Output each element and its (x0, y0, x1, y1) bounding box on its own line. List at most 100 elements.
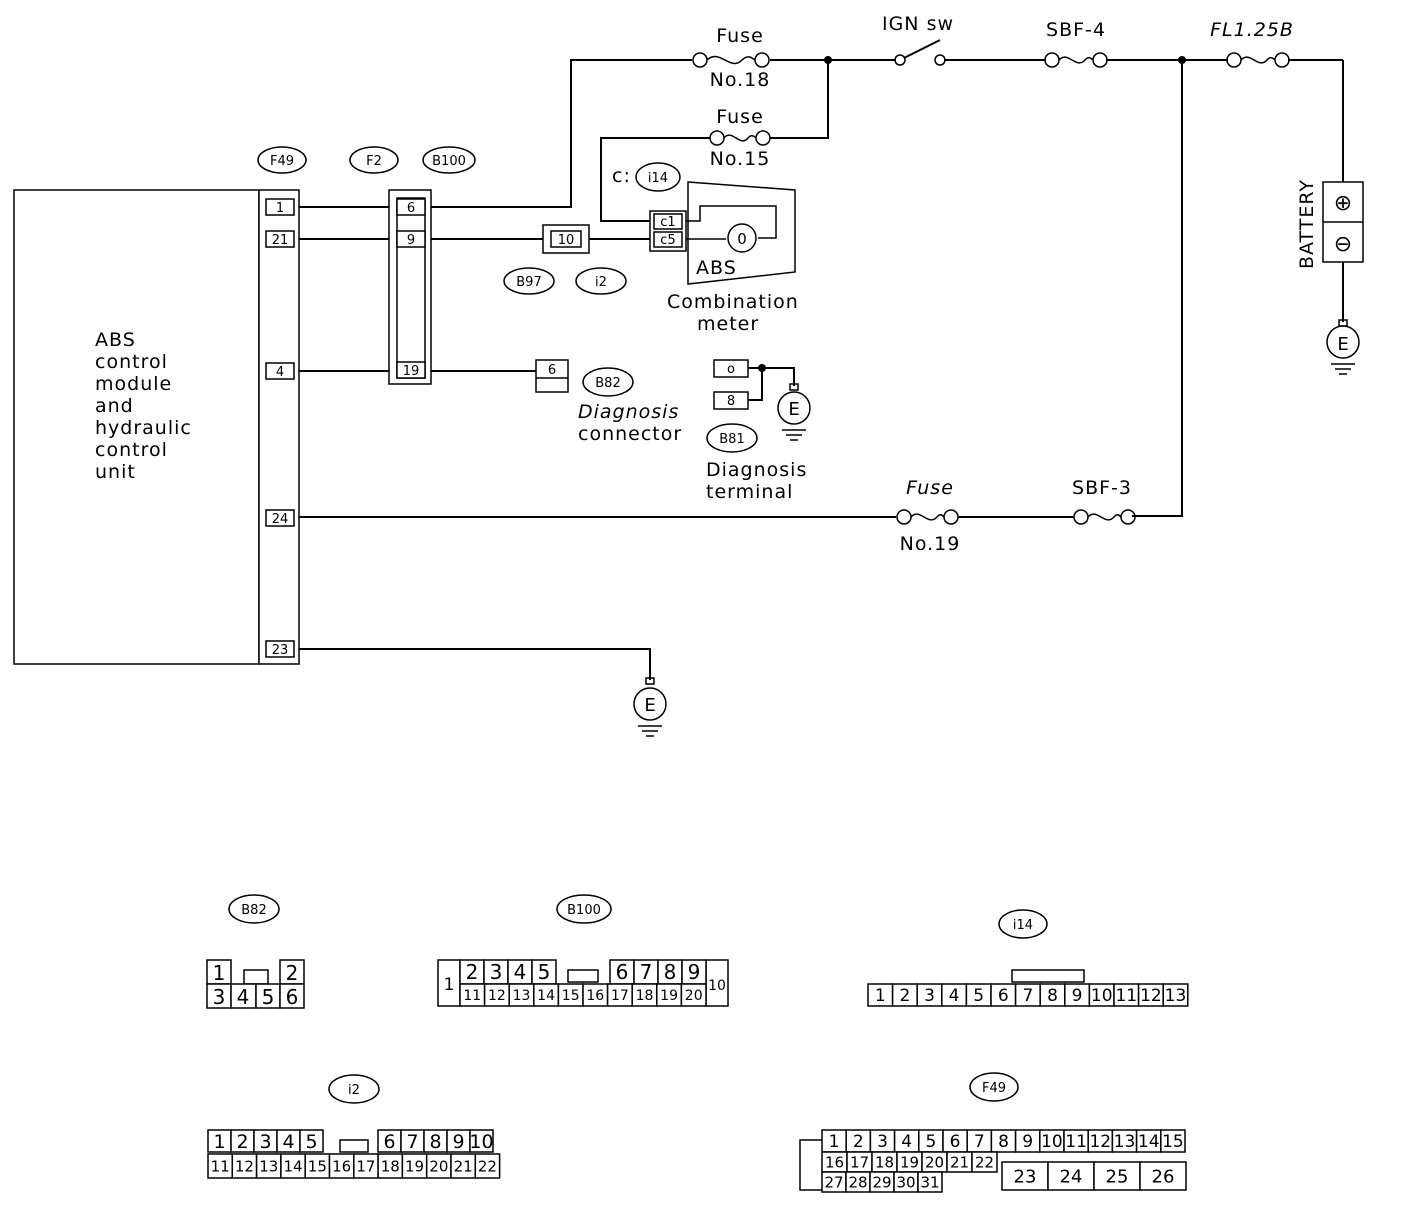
face-cell: 20 (685, 988, 703, 1004)
face-cell: 20 (429, 1157, 448, 1175)
face-cell: 7 (406, 1131, 418, 1153)
connector-id-i2: i2 (575, 267, 627, 295)
diag-connector-line-1: Diagnosis (578, 401, 679, 423)
face-cell: 7 (640, 960, 653, 984)
face-cell: 8 (1047, 986, 1058, 1006)
face-cell-frame (304, 1153, 331, 1179)
face-cell: 25 (1106, 1166, 1129, 1187)
fuse-no15: Fuse No.15 (709, 106, 771, 170)
face-cell: 7 (974, 1132, 985, 1152)
face-i2-id: i2 (348, 1083, 360, 1098)
face-cell-frame (633, 959, 659, 985)
face-cell: 20 (925, 1153, 944, 1171)
face-cell: 2 (466, 960, 479, 984)
module-label-line-1: ABS (95, 329, 136, 351)
face-cell: 12 (1140, 986, 1162, 1006)
face-b82: B82 1 2 3 4 5 6 (206, 894, 305, 1009)
b81-pin-o: o (727, 362, 735, 377)
b100-pin-19: 19 (403, 364, 420, 379)
face-cell-frame (469, 1129, 494, 1153)
ground-symbol-label: E (644, 695, 655, 716)
face-cell: 18 (636, 988, 654, 1004)
face-cell: 12 (1089, 1132, 1111, 1152)
battery-ground: E (1326, 319, 1360, 375)
diag-connector-line-2: connector (578, 423, 682, 445)
face-cell-frame (1093, 1161, 1141, 1191)
ground-symbol-label: E (788, 399, 799, 420)
face-cell: 7 (1022, 986, 1033, 1006)
face-cell: 9 (452, 1131, 464, 1153)
face-cell: 11 (463, 988, 481, 1004)
face-cell: 3 (924, 986, 935, 1006)
meter-label-line-2: meter (697, 313, 759, 335)
face-cell: 1 (829, 1132, 840, 1152)
ground-symbol-label: E (1337, 334, 1348, 355)
face-cell: 5 (973, 986, 984, 1006)
face-cell: 21 (454, 1157, 473, 1175)
connector-id-b97: B97 (503, 267, 555, 295)
face-cell: 4 (514, 960, 527, 984)
fuse-no19-number: No.19 (900, 533, 961, 555)
sbf-4: SBF-4 (1044, 19, 1108, 68)
i14-pin-c5: c5 (660, 233, 675, 248)
face-cell: 18 (875, 1153, 894, 1171)
face-cell: 30 (896, 1173, 915, 1191)
face-cell: 17 (356, 1157, 375, 1175)
face-cell-frame (280, 1153, 306, 1179)
face-cell: 2 (899, 986, 910, 1006)
face-cell: 19 (405, 1157, 424, 1175)
face-cell-frame (377, 1153, 404, 1179)
diagnosis-connector: 6 B82 Diagnosis connector (535, 359, 682, 445)
face-b100: B100 1 10 (437, 894, 729, 1007)
face-cell: 19 (900, 1153, 919, 1171)
face-cell-frame (474, 1153, 501, 1179)
face-cell: 3 (213, 985, 226, 1009)
f49-pin-4: 4 (276, 365, 284, 380)
i14-prefix: c: (612, 165, 631, 187)
face-cell: 3 (877, 1132, 888, 1152)
face-cell: 29 (872, 1173, 891, 1191)
face-cell-frame (255, 1153, 282, 1179)
face-cell: 13 (1165, 986, 1187, 1006)
face-cell: 10 (1091, 986, 1113, 1006)
face-cell-frame (231, 1153, 258, 1179)
face-cell-frame (299, 1129, 324, 1153)
connector-id-f49: F49 (257, 146, 307, 174)
module-label-line-5: hydraulic (95, 417, 192, 439)
b97-pin-10: 10 (558, 233, 575, 248)
face-cell: 3 (490, 960, 503, 984)
diag-terminal-line-1: Diagnosis (706, 459, 807, 481)
face-f49: F49 (799, 1072, 1019, 1191)
battery-plus-icon: ⊕ (1334, 191, 1352, 216)
face-cell: 2 (236, 1131, 248, 1153)
junction-dot (824, 56, 832, 64)
face-cell: 12 (488, 988, 506, 1004)
fuse-no15-title: Fuse (716, 106, 764, 128)
face-cell: 19 (660, 988, 678, 1004)
fuse-no19-title: Fuse (906, 477, 954, 499)
face-cell-frame (917, 1171, 943, 1193)
face-cell-frame (1160, 1129, 1186, 1153)
i14-connector: c1 c5 (649, 210, 687, 252)
svg-text:F49: F49 (270, 154, 294, 169)
face-cell-frame (1162, 983, 1189, 1007)
svg-text:F2: F2 (366, 154, 382, 169)
face-cell: 15 (1162, 1132, 1184, 1152)
battery: ⊕ ⊖ BATTERY (1296, 179, 1364, 269)
face-cell: 16 (586, 988, 604, 1004)
face-cell: 11 (211, 1157, 230, 1175)
face-cell: 2 (286, 961, 299, 985)
face-cell: 4 (237, 985, 250, 1009)
face-cell-frame (971, 1151, 998, 1173)
face-cell: 1 (213, 1131, 225, 1153)
svg-text:i14: i14 (648, 171, 668, 186)
f49-pins: 1 21 4 24 23 (265, 198, 295, 658)
face-cell: 22 (478, 1157, 497, 1175)
face-cell: 11 (1115, 986, 1137, 1006)
face-cell: 8 (998, 1132, 1009, 1152)
